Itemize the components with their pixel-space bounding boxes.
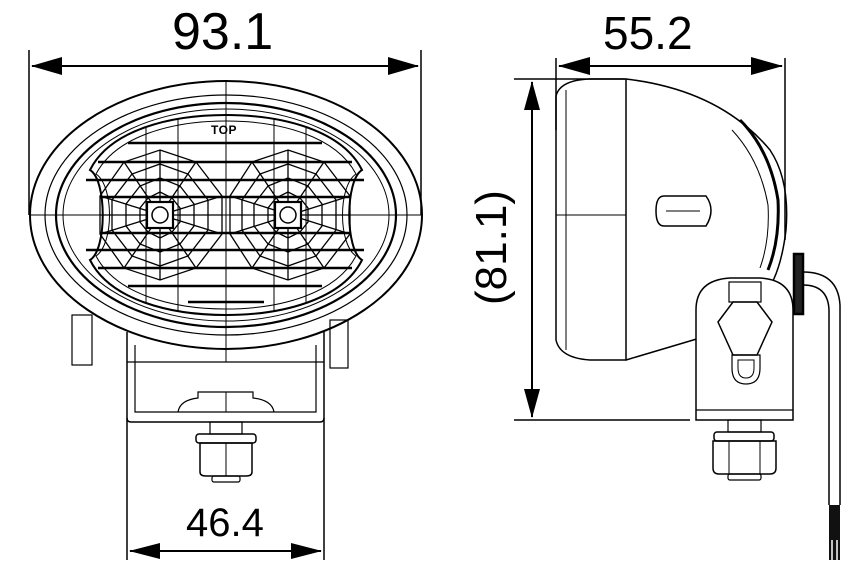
- depth-dimension-line: [555, 57, 786, 240]
- swivel-mount: [695, 252, 841, 565]
- lens-top-marking: TOP: [211, 123, 237, 137]
- height-label: (81.1): [467, 190, 516, 305]
- height-dimension-line: [514, 78, 690, 421]
- housing-profile: [555, 78, 788, 361]
- front-view: [28, 50, 423, 560]
- bracket-width-label: 46.4: [186, 501, 264, 545]
- bracket-width-dimension-line: [126, 418, 325, 560]
- overall-width-label: 93.1: [172, 3, 274, 61]
- led-reflector-right: [229, 149, 351, 281]
- width-dimension-line: [28, 50, 422, 215]
- side-view: [514, 57, 841, 565]
- lens: [86, 113, 364, 317]
- depth-label: 55.2: [603, 7, 693, 59]
- led-reflector-left: [99, 149, 223, 281]
- mount-bracket-front: [71, 314, 349, 483]
